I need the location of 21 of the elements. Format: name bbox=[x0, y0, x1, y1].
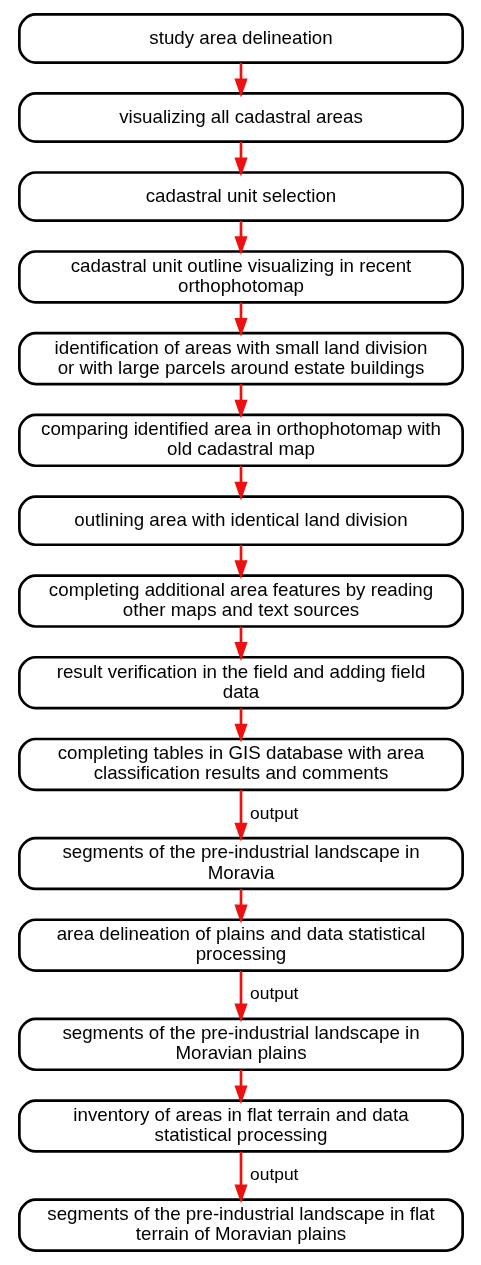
node-box: segments of the pre-industrial landscape in Moravia bbox=[17, 836, 464, 891]
node-box: visualizing all cadastral areas bbox=[17, 92, 464, 143]
edge-label: output bbox=[249, 802, 298, 823]
node-box: identification of areas with small land division or with large parcels around estate buildings bbox=[17, 331, 464, 386]
node-box: outlining area with identical land division bbox=[17, 495, 464, 547]
node-box: segments of the pre-industrial landscape in Moravian plains bbox=[17, 1017, 464, 1072]
node-box: completing tables in GIS database with area classification results and comments bbox=[17, 737, 464, 792]
edge-label: output bbox=[249, 983, 298, 1004]
node-box: area delineation of plains and data statistical processing bbox=[17, 918, 464, 972]
arrow bbox=[233, 1151, 248, 1204]
node-box: inventory of areas in flat terrain and data statistical processing bbox=[17, 1099, 464, 1153]
node-box: cadastral unit outline visualizing in recent orthophotomap bbox=[17, 250, 464, 304]
node-box: study area delineation bbox=[17, 13, 464, 64]
arrow bbox=[233, 970, 248, 1023]
node-box: result verification in the field and adding field data bbox=[17, 655, 464, 710]
edge-label: output bbox=[249, 1164, 298, 1185]
node-box: segments of the pre-industrial landscape in flat terrain of Moravian plains bbox=[17, 1198, 464, 1252]
arrow bbox=[233, 790, 248, 842]
node-box: cadastral unit selection bbox=[17, 171, 464, 223]
node-box: comparing identified area in orthophotomap with old cadastral map bbox=[17, 413, 464, 468]
node-box: completing additional area features by reading other maps and text sources bbox=[17, 574, 464, 628]
